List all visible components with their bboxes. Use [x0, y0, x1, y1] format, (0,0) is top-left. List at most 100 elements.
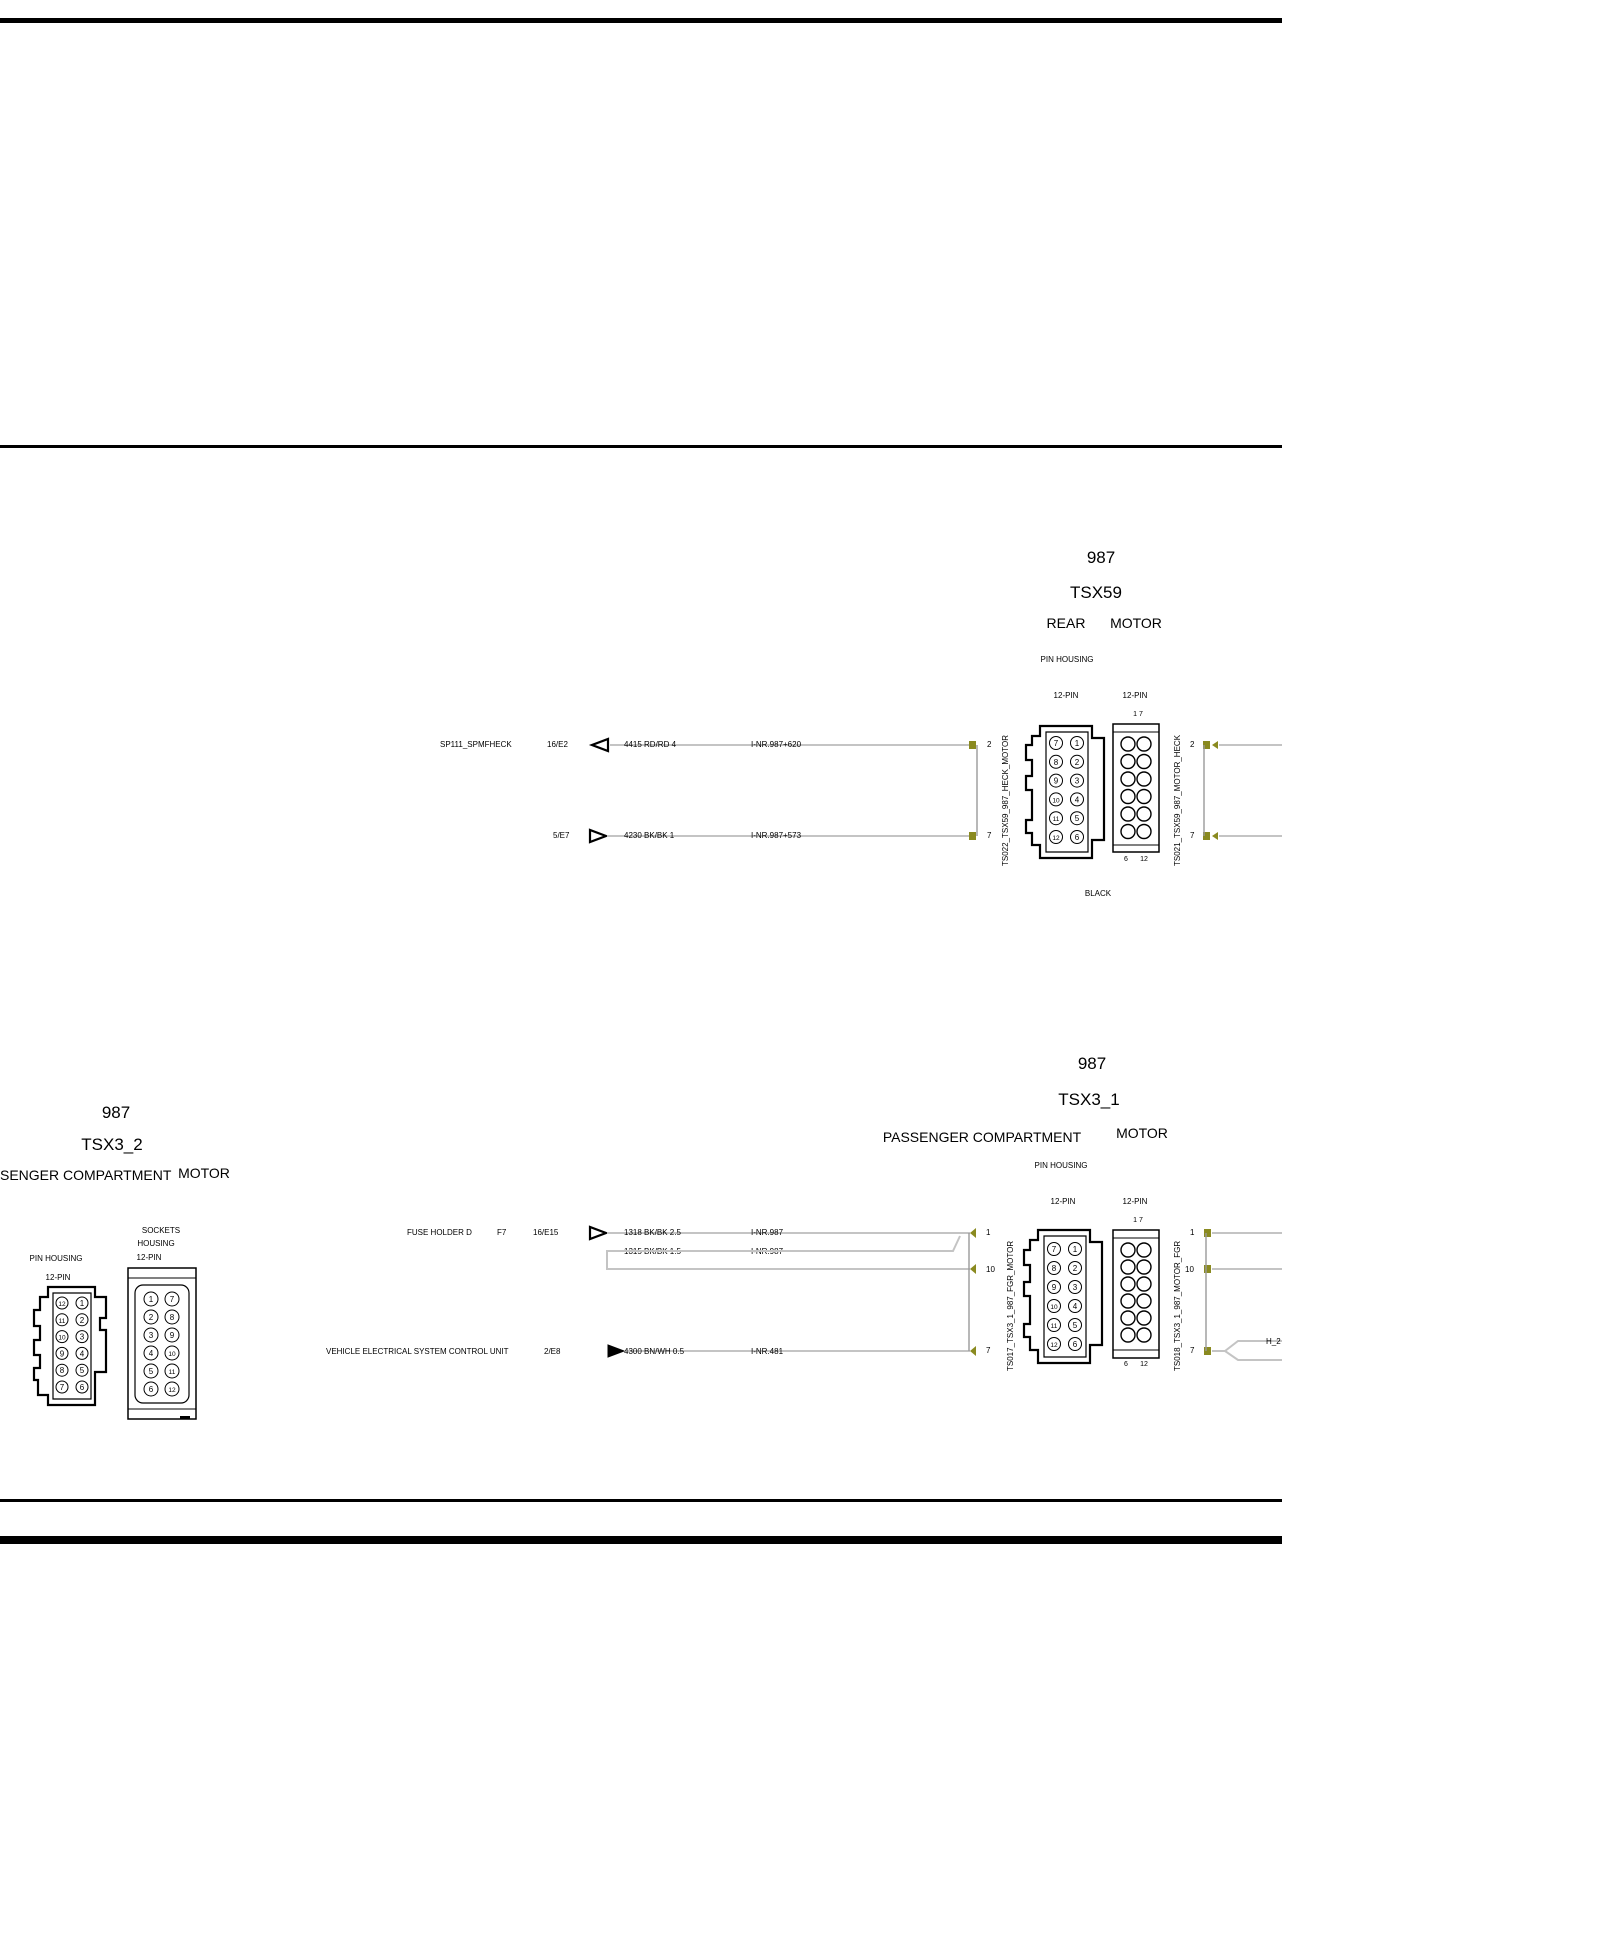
tsx3-2-socket-circle	[164, 1291, 180, 1307]
tsx3-1-pin-number: 8	[1052, 1264, 1057, 1273]
bottom-section-line	[0, 1499, 1282, 1502]
tsx59-socket	[1120, 806, 1136, 822]
tsx3-1-pin-circle	[1047, 1318, 1061, 1332]
tsx59-pin-number: 2	[1075, 758, 1080, 767]
tsx59-id: TSX59	[1070, 583, 1122, 602]
tsx3-1-wire-3-source: VEHICLE ELECTRICAL SYSTEM CONTROL UNIT	[326, 1347, 509, 1356]
tsx3-1-socket	[1120, 1259, 1136, 1275]
tsx3-1-pin-circle	[1047, 1299, 1061, 1313]
tsx3-2-pin-circle	[55, 1380, 69, 1394]
section-divider-line	[0, 445, 1282, 448]
tsx3-1-pin-number: 4	[1073, 1302, 1078, 1311]
tsx59-pins-right-label: 12-PIN	[1123, 691, 1148, 700]
tsx59-pin-circle	[1070, 792, 1084, 807]
tsx3-1-type: MOTOR	[1116, 1125, 1168, 1141]
tsx3-2-socket-number: 1	[149, 1295, 154, 1304]
tsx59-pin-number: 7	[1054, 739, 1059, 748]
tsx3-1-right-wires: H_2	[1204, 1229, 1282, 1361]
tsx3-1-socket	[1136, 1293, 1152, 1309]
tsx3-1-pins-left-label: 12-PIN	[1051, 1197, 1076, 1206]
tsx59-wire-1-code: 4415 RD/RD 4	[624, 740, 677, 749]
tsx3-2-number: 987	[102, 1103, 130, 1122]
tsx59-pin-number: 8	[1054, 758, 1059, 767]
tsx3-2-type: MOTOR	[178, 1165, 230, 1181]
tsx3-2-socket-circle	[143, 1309, 159, 1325]
tsx59-pin-number: 10	[1052, 797, 1060, 804]
tsx59-pin-circle	[1049, 830, 1063, 844]
tsx3-1-socket	[1136, 1259, 1152, 1275]
tsx3-2-socket-number: 7	[170, 1295, 175, 1304]
tsx59-socket	[1136, 806, 1152, 822]
tsx3-2-pin-circle	[55, 1330, 69, 1344]
tsx3-1-wire-1-source: FUSE HOLDER D	[407, 1228, 472, 1237]
tsx3-1-wire-3-arrow	[607, 1344, 626, 1358]
tsx3-1-socket	[1120, 1276, 1136, 1292]
tsx59-pin-circle	[1070, 830, 1084, 844]
tsx3-2-socket-number: 2	[149, 1313, 154, 1322]
tsx3-2-socket-circle	[164, 1309, 180, 1325]
tsx3-1-pin-circle	[1068, 1280, 1082, 1294]
tsx59-wire-1: SP111_SPMFHECK 16/E2 4415 RD/RD 4 I-NR.9…	[440, 737, 976, 753]
tsx59-wire-2-code: 4230 BK/BK 1	[624, 831, 675, 840]
tsx3-2-pin-number: 6	[80, 1383, 85, 1392]
tsx59-pin-number: 3	[1075, 777, 1080, 786]
tsx3-1-socket	[1136, 1242, 1152, 1258]
tsx3-1-pin-circle	[1068, 1242, 1082, 1256]
tsx59-housing-label: PIN HOUSING	[1041, 655, 1094, 664]
tsx3-2-pin-circle	[75, 1330, 89, 1344]
tsx59-pin-circle	[1049, 792, 1063, 807]
tsx3-1-right-wire-label: H_2	[1266, 1337, 1281, 1346]
tsx3-2-socket-circle	[164, 1345, 180, 1361]
tsx3-1-location: PASSENGER COMPARTMENT	[883, 1129, 1082, 1145]
tsx3-2-socket-circle	[164, 1381, 180, 1397]
tsx59-pin-housing	[1024, 724, 1106, 860]
tsx3-2-socket-number: 12	[168, 1387, 176, 1394]
tsx3-1-socket	[1136, 1276, 1152, 1292]
tsx59-pin-circle	[1070, 736, 1084, 750]
tsx3-1-pin-number: 3	[1073, 1283, 1078, 1292]
tsx3-1-pins-right-label: 12-PIN	[1123, 1197, 1148, 1206]
tsx59-pin-number: 1	[1075, 739, 1080, 748]
tsx3-1-wire-3-code: 4300 BN/WH 0.5	[624, 1347, 685, 1356]
tsx3-1-pin-circle	[1047, 1261, 1061, 1275]
tsx59-pin-number: 12	[1052, 835, 1060, 842]
tsx3-2-socket-circle	[143, 1381, 159, 1397]
tsx59-pin-circle	[1049, 773, 1063, 788]
tsx3-2-pin-number: 4	[80, 1349, 85, 1358]
tsx3-1-pin-number: 11	[1051, 1323, 1058, 1330]
tsx3-2-pin-number: 9	[60, 1349, 65, 1358]
tsx3-2-location: SENGER COMPARTMENT	[0, 1167, 172, 1183]
tsx59-pin-circle	[1070, 773, 1084, 788]
tsx3-1-socket-circles	[1120, 1242, 1152, 1343]
tsx3-2-pin-number: 7	[60, 1383, 65, 1392]
tsx3-1-pin-b-label: 10	[986, 1265, 995, 1274]
tsx3-2-socket-number: 3	[149, 1331, 154, 1340]
tsx3-1-pin-circle	[1068, 1261, 1082, 1275]
connector-tsx3-1: 987 TSX3_1 PASSENGER COMPARTMENT MOTOR P…	[326, 1054, 1282, 1371]
tsx3-2-socket-circle	[164, 1363, 180, 1379]
tsx59-wire-1-ref: 16/E2	[547, 740, 568, 749]
tsx3-1-wire-1-code: 1318 BK/BK 2.5	[624, 1228, 681, 1237]
tsx59-wire-2-inr: I-NR.987+573	[751, 831, 802, 840]
tsx3-2-socket-circle	[143, 1291, 159, 1307]
tsx3-2-pin-number: 2	[80, 1316, 85, 1325]
tsx3-1-pin-housing	[1022, 1228, 1104, 1365]
tsx3-2-pin-number: 1	[80, 1299, 85, 1308]
tsx59-pin-circle	[1049, 811, 1063, 826]
tsx59-pin-number: 11	[1053, 816, 1060, 823]
tsx3-1-pin-number: 7	[1052, 1245, 1057, 1254]
tsx59-wire-1-inr: I-NR.987+620	[751, 740, 802, 749]
tsx59-wire-2: 5/E7 4230 BK/BK 1 I-NR.987+573	[553, 828, 976, 844]
tsx3-1-pin-b-right-label: 10	[1185, 1265, 1194, 1274]
tsx59-right-vertical-label: TS021_TSX59_987_MOTOR_HECK	[1173, 734, 1182, 866]
tsx3-1-pin-number: 5	[1073, 1321, 1078, 1330]
tsx3-1-pin-a-right-label: 1	[1190, 1228, 1195, 1237]
tsx3-1-wire-1: FUSE HOLDER D F7 16/E15 1318 BK/BK 2.5 I…	[407, 1225, 976, 1241]
tsx59-socket	[1136, 823, 1152, 840]
tsx3-1-wire-1-inr: I-NR.987	[751, 1228, 784, 1237]
tsx3-2-pin-circle	[75, 1313, 89, 1327]
tsx3-2-socket-number: 6	[149, 1385, 154, 1394]
tsx3-1-wire-3-ref: 2/E8	[544, 1347, 561, 1356]
tsx3-1-housing-label: PIN HOUSING	[1035, 1161, 1088, 1170]
